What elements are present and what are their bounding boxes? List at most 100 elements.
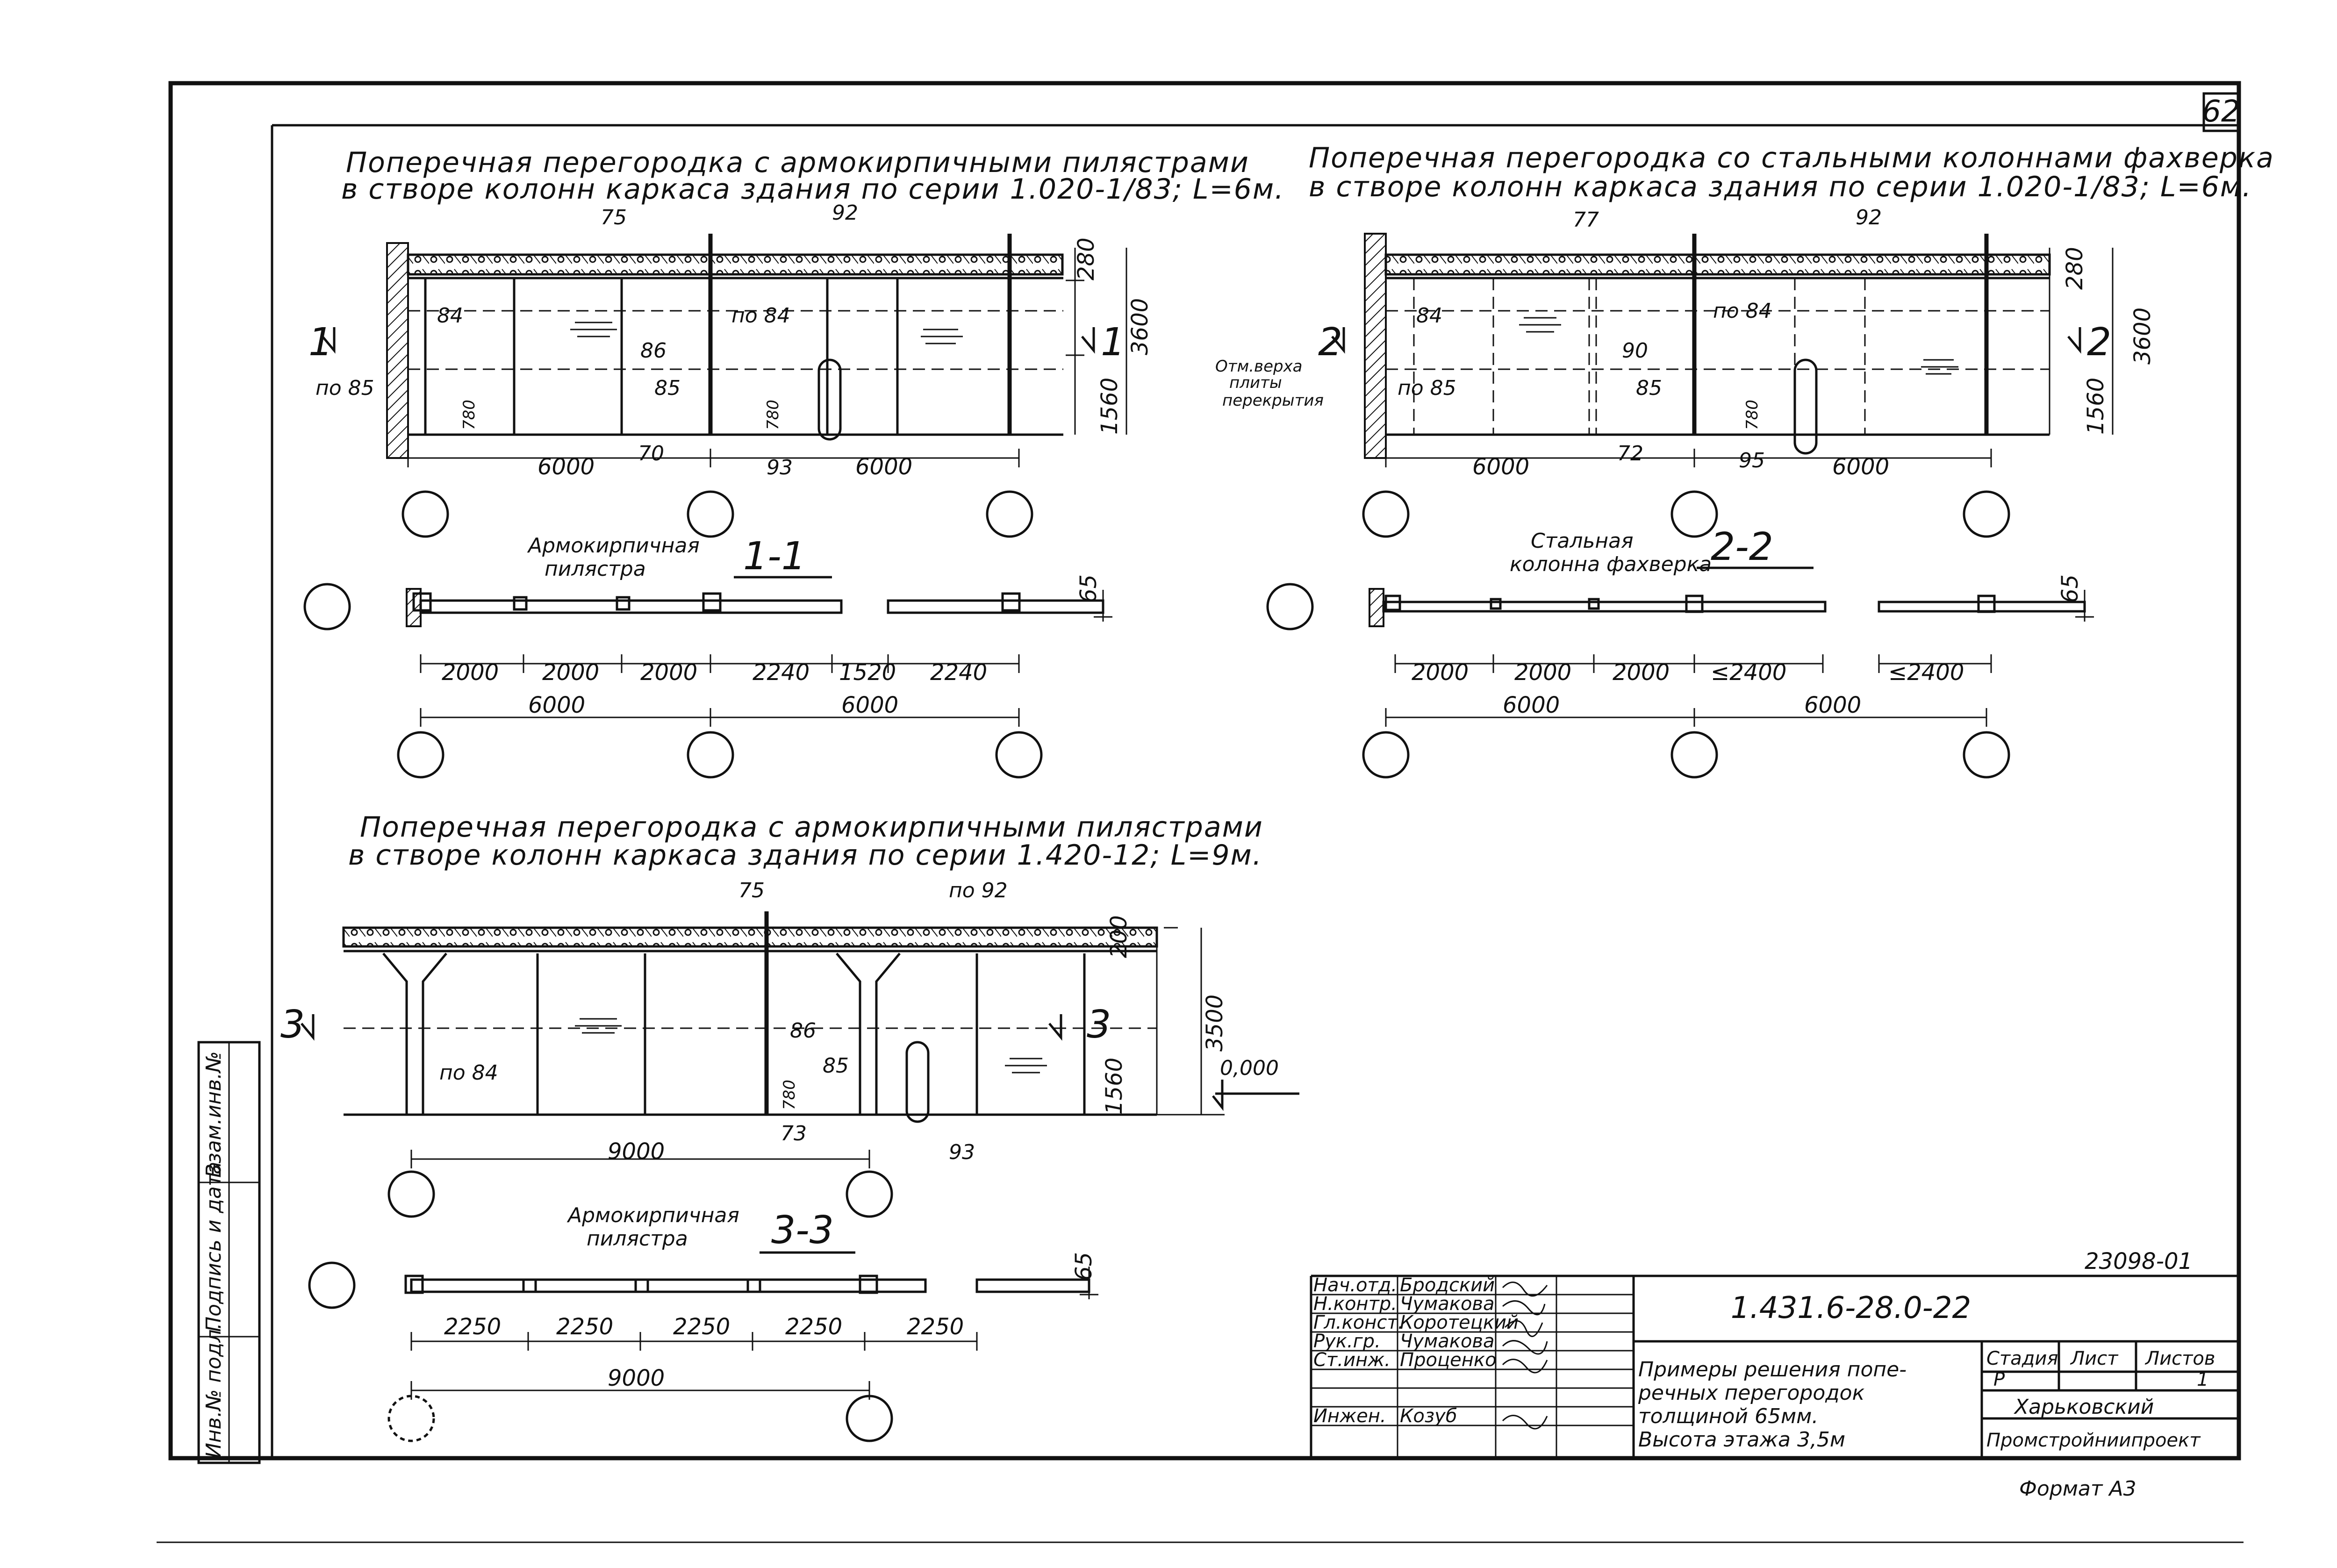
view1-callout-po85: по 85	[315, 376, 374, 400]
stamp-org-line2: Промстройниипроект	[1986, 1430, 2201, 1451]
view2-dim-h-slab: 280	[2062, 247, 2088, 290]
view3-slab	[342, 926, 1158, 948]
view2-callout-85: 85	[1636, 376, 1662, 400]
view2-elevation: Поперечная перегородка со стальными коло…	[1215, 142, 2273, 538]
signature-5	[1502, 1359, 1548, 1374]
view1-callout-70: 70	[638, 442, 664, 465]
section2-dim-top-1: 2000	[1412, 659, 1469, 686]
view3-callout-93: 93	[949, 1140, 975, 1164]
section3-dim-top-4: 2250	[785, 1314, 842, 1340]
view2-title-line2: в створе колонн каркаса здания по серии …	[1309, 171, 2252, 203]
stamp-role-6: Инжен.	[1313, 1405, 1386, 1427]
view2-wall	[1364, 233, 1387, 459]
stamp-name-2: Чумакова	[1400, 1293, 1495, 1315]
view3-callout-86: 86	[790, 1019, 816, 1043]
view3-callout-po92: по 92	[949, 879, 1008, 902]
stamp-name-6: Козуб	[1400, 1405, 1457, 1427]
section1-title: 1-1	[743, 534, 806, 579]
view1-dim-span2: 6000	[855, 454, 912, 480]
section1-thickness: 65	[1075, 574, 1102, 603]
section2-title: 2-2	[1711, 525, 1773, 569]
view1-dim-span1: 6000	[538, 454, 595, 480]
view1-callout-84: 84	[437, 304, 463, 328]
stamp-desc-line2: речных перегородок	[1638, 1381, 1865, 1405]
view2-dim-span2: 6000	[1832, 454, 1889, 480]
section3-thickness: 65	[1071, 1252, 1097, 1281]
section3-dim-top-3: 2250	[673, 1314, 730, 1340]
view2-section-mark-left: 2	[1318, 320, 1342, 365]
margin-label-inv: Инв.№ подл.	[202, 1323, 226, 1458]
view2-callout-72: 72	[1617, 442, 1643, 465]
view1-dim-h-slab: 280	[1073, 237, 1099, 280]
section1-dim-top-3: 2000	[640, 659, 697, 686]
section2-dim-top-5: ≤2400	[1888, 659, 1964, 686]
section2-dim-top-2: 2000	[1514, 659, 1571, 686]
stamp-role-5: Ст.инж.	[1313, 1349, 1391, 1371]
view3-callout-75: 75	[738, 879, 765, 902]
view2-callout-po85: по 85	[1398, 376, 1456, 400]
view2-floor-note-2: плиты	[1229, 373, 1282, 392]
view1-section-mark-left: 1	[308, 320, 333, 365]
view3-callout-85: 85	[823, 1054, 849, 1078]
view1-callout-93: 93	[767, 456, 793, 480]
section1-dim-top-4: 2240	[753, 659, 810, 686]
view3-title-line2: в створе колонн каркаса здания по серии …	[348, 839, 1262, 872]
section3-note-line1: Армокирпичная	[566, 1203, 739, 1227]
stamp-name-4: Чумакова	[1400, 1331, 1495, 1352]
section3-plan: 3-3 Армокирпичная пилястра 65 2250 2250 …	[308, 1203, 1098, 1442]
view3-dim-h-slab: 200	[1106, 915, 1132, 958]
stamp-desc-line3: толщиной 65мм.	[1638, 1404, 1818, 1428]
signature-1	[1502, 1282, 1548, 1297]
format-label: Формат А3	[2019, 1477, 2136, 1501]
section3-dim-top-1: 2250	[444, 1314, 501, 1340]
section2-dim-top-4: ≤2400	[1711, 659, 1786, 686]
signature-3	[1504, 1320, 1543, 1337]
stamp-sheets-value: 1	[2197, 1369, 2208, 1390]
stamp-designation: 1.431.6-28.0-22	[1731, 1291, 1971, 1325]
view2-section-mark-right: 2	[2087, 320, 2111, 365]
section1-dim-bottom-1: 6000	[528, 692, 585, 718]
stamp-role-2: Н.контр.	[1313, 1293, 1397, 1315]
view2-dim-h-total: 3600	[2129, 308, 2156, 365]
view2-callout-77: 77	[1573, 208, 1599, 232]
section3-dim-top-5: 2250	[907, 1314, 964, 1340]
view3-title-line1: Поперечная перегородка с армокирпичными …	[360, 811, 1263, 844]
view2-slab	[1384, 253, 2051, 276]
section1-note-line2: пилястра	[545, 557, 646, 581]
section2-note-line2: колонна фахверка	[1510, 552, 1712, 576]
view3-callout-po84: по 84	[439, 1061, 498, 1085]
section1-dim-top-6: 2240	[930, 659, 987, 686]
view2-callout-84: 84	[1416, 304, 1442, 328]
signature-6	[1502, 1415, 1548, 1430]
view1-callout-75: 75	[601, 206, 627, 229]
section1-plan: 1-1 Армокирпичная пилястра 65 2000 2000 …	[303, 534, 1112, 779]
stamp-name-5: Проценко	[1400, 1349, 1497, 1371]
view1-section-mark-right: 1	[1101, 320, 1125, 365]
stamp-stage-label: Стадия	[1986, 1348, 2058, 1369]
stamp-sheets-label: Листов	[2144, 1348, 2215, 1369]
view1-callout-780b: 780	[764, 400, 782, 430]
section2-dim-bottom-2: 6000	[1804, 692, 1861, 718]
stamp-name-3: Коротецкий	[1400, 1312, 1519, 1333]
section3-title: 3-3	[771, 1208, 834, 1253]
stamp-desc-line1: Примеры решения попе-	[1638, 1358, 1907, 1382]
view2-floor-note-1: Отм.верха	[1215, 357, 1303, 376]
view1-callout-780a: 780	[460, 400, 479, 430]
view3-dim-h-total: 3500	[1202, 995, 1228, 1052]
view3-callout-780: 780	[780, 1080, 799, 1110]
view2-callout-po84: по 84	[1713, 299, 1772, 323]
view3-section-mark-right: 3	[1087, 1002, 1111, 1047]
view2-floor-note-3: перекрытия	[1222, 391, 1324, 410]
section2-thickness: 65	[2057, 574, 2083, 603]
view1-dim-h-low: 1560	[1097, 378, 1123, 435]
section2-dim-bottom-1: 6000	[1503, 692, 1560, 718]
view1-slab	[407, 253, 1064, 276]
stamp-desc-line4: Высота этажа 3,5м	[1638, 1428, 1845, 1452]
title-block: 23098-01 Нач.отд. Н.контр. Гл.конст. Рук…	[1310, 1248, 2239, 1501]
margin-label-sign: Подпись и дата	[202, 1162, 226, 1332]
stamp-name-1: Бродский	[1400, 1274, 1495, 1296]
stamp-org-line1: Харьковский	[2014, 1395, 2154, 1419]
view1-callout-86: 86	[640, 339, 667, 363]
section1-dim-bottom-2: 6000	[841, 692, 898, 718]
